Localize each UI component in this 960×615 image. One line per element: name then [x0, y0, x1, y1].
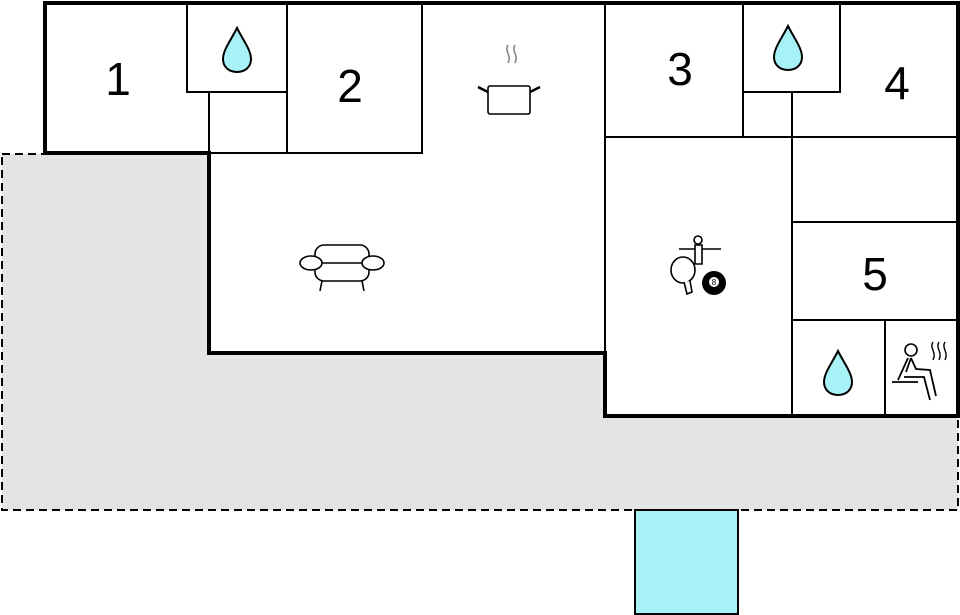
interior-walls [186, 3, 958, 416]
room-4-label: 4 [884, 57, 910, 109]
room-3-label: 3 [667, 43, 693, 95]
pool [634, 509, 739, 615]
room-2-label: 2 [337, 60, 363, 112]
svg-text:8: 8 [712, 278, 717, 287]
building-interior [45, 3, 958, 416]
games-icon: 8 [670, 235, 726, 296]
sauna-icon [892, 341, 947, 401]
cooking-pot-icon [477, 44, 541, 115]
sofa-icon [299, 244, 385, 292]
exterior-walls [43, 1, 960, 418]
room-5-label: 5 [862, 248, 888, 300]
room-1-label: 1 [105, 53, 131, 105]
